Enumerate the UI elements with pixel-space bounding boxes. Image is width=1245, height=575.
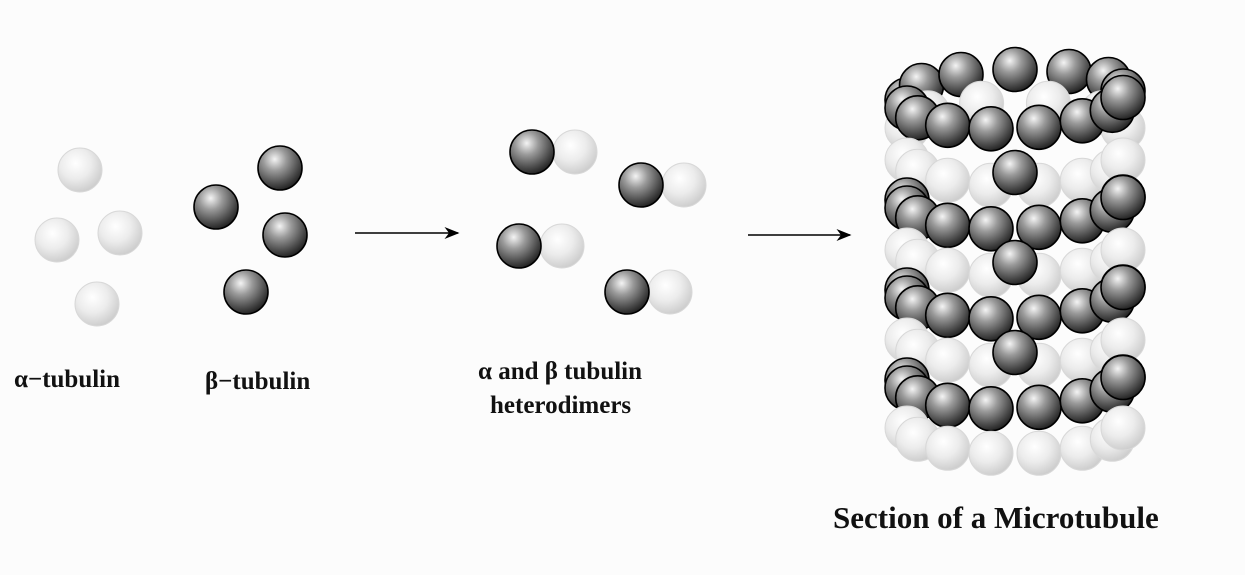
beta-tubulin-sphere bbox=[496, 223, 542, 269]
beta-tubulin-sphere bbox=[992, 149, 1038, 196]
alpha-tubulin-sphere bbox=[74, 281, 120, 327]
alpha-tubulin-sphere bbox=[925, 247, 971, 293]
beta-tubulin-sphere bbox=[257, 145, 303, 191]
beta-tubulin-sphere bbox=[223, 269, 269, 315]
beta-tubulin-sphere bbox=[193, 184, 239, 230]
alpha-tubulin-sphere bbox=[925, 157, 971, 203]
alpha-tubulin-sphere bbox=[97, 210, 143, 256]
beta-tubulin-sphere bbox=[509, 129, 555, 175]
beta-tubulin-sphere bbox=[968, 295, 1014, 342]
microtubule-label: Section of a Microtubule bbox=[833, 500, 1159, 535]
beta-tubulin-sphere bbox=[924, 202, 971, 249]
alpha-tubulin-sphere bbox=[968, 430, 1014, 476]
heterodimer-label-line1: α and β tubulin bbox=[478, 358, 643, 385]
beta-tubulin-sphere bbox=[262, 212, 308, 258]
beta-tubulin-sphere bbox=[1100, 74, 1146, 121]
alpha-tubulin-sphere bbox=[1100, 405, 1146, 451]
alpha-tubulin-group bbox=[34, 147, 143, 327]
beta-tubulin-sphere bbox=[968, 206, 1014, 252]
beta-tubulin-sphere bbox=[1100, 174, 1146, 221]
beta-tubulin-sphere bbox=[1100, 354, 1146, 401]
beta-tubulin-sphere bbox=[992, 46, 1038, 93]
beta-tubulin-sphere bbox=[924, 382, 971, 429]
alpha-tubulin-label: α−tubulin bbox=[14, 366, 121, 393]
beta-tubulin-sphere bbox=[618, 162, 664, 208]
alpha-tubulin-sphere bbox=[1016, 430, 1062, 476]
beta-tubulin-label: β−tubulin bbox=[205, 368, 311, 395]
alpha-tubulin-sphere bbox=[925, 425, 971, 471]
alpha-tubulin-sphere bbox=[57, 147, 103, 193]
heterodimer-group bbox=[496, 129, 707, 315]
beta-tubulin-sphere bbox=[1100, 264, 1146, 311]
alpha-tubulin-sphere bbox=[34, 217, 80, 263]
heterodimer-label-line2: heterodimers bbox=[490, 392, 632, 419]
alpha-tubulin-sphere bbox=[925, 337, 971, 383]
alpha-tubulin-sphere bbox=[661, 162, 707, 208]
beta-tubulin-sphere bbox=[968, 106, 1014, 152]
microtubule bbox=[884, 46, 1146, 476]
beta-tubulin-sphere bbox=[924, 102, 971, 149]
beta-tubulin-sphere bbox=[992, 329, 1038, 376]
beta-tubulin-sphere bbox=[604, 269, 650, 315]
alpha-tubulin-sphere bbox=[539, 223, 585, 269]
beta-tubulin-sphere bbox=[1016, 104, 1062, 151]
beta-tubulin-sphere bbox=[1016, 384, 1062, 431]
beta-tubulin-sphere bbox=[992, 239, 1038, 286]
alpha-tubulin-sphere bbox=[647, 269, 693, 315]
beta-tubulin-group bbox=[193, 145, 308, 315]
beta-tubulin-sphere bbox=[968, 385, 1014, 432]
alpha-tubulin-sphere bbox=[552, 129, 598, 175]
beta-tubulin-sphere bbox=[924, 292, 971, 339]
